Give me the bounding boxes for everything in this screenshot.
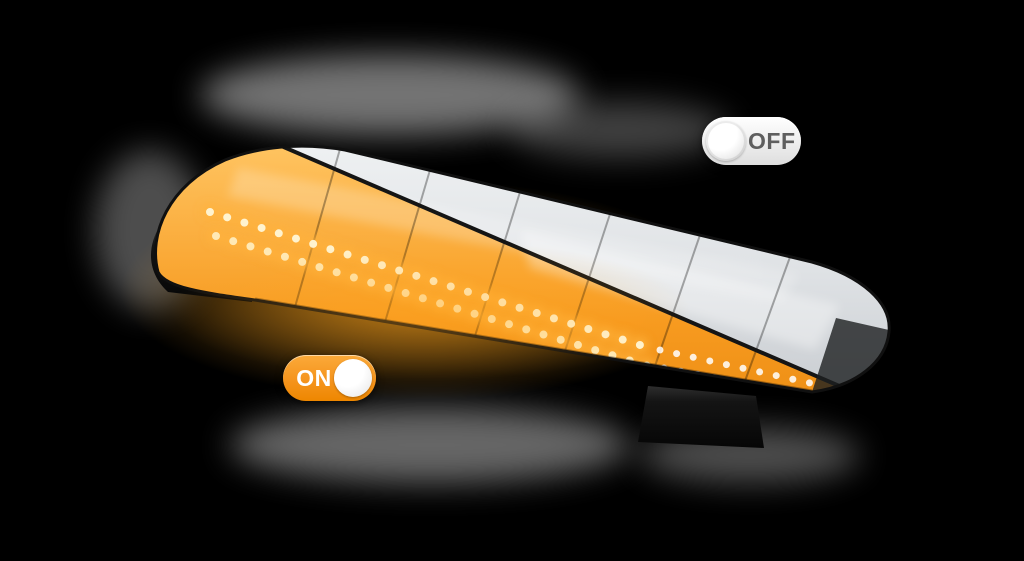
- background-haze: [95, 55, 860, 483]
- off-toggle-label: OFF: [748, 128, 796, 154]
- front-glow: [170, 240, 690, 380]
- right-mount-foot: [638, 386, 764, 448]
- on-toggle[interactable]: ON: [283, 355, 376, 401]
- off-toggle-knob[interactable]: [706, 121, 746, 161]
- on-toggle-label: ON: [296, 365, 332, 391]
- off-toggle[interactable]: OFF: [702, 117, 801, 165]
- on-toggle-knob[interactable]: [334, 359, 372, 397]
